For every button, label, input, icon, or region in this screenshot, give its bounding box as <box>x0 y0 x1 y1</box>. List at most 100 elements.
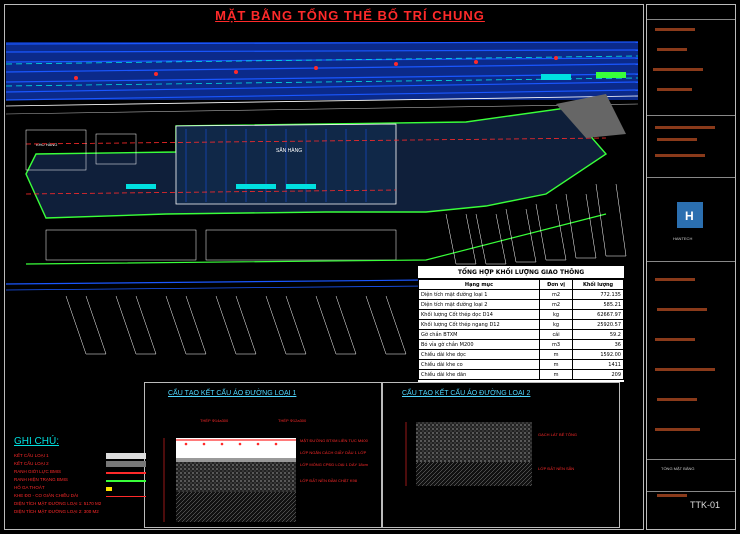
lower-road <box>6 279 427 285</box>
cell-qty: 36 <box>572 339 624 350</box>
cell-qty: 25920.57 <box>572 319 624 330</box>
cell-unit: m <box>538 369 574 380</box>
road-edge <box>6 95 638 107</box>
legend-swatch <box>106 487 112 491</box>
section-type1-title: CẤU TẠO KẾT CẤU ÁO ĐƯỜNG LOẠI 1 <box>168 390 297 397</box>
base-layer <box>176 462 296 492</box>
cell-item: Bó vỉa gờ chắn M200 <box>418 339 540 350</box>
concrete-layer <box>176 438 296 458</box>
company-logo <box>677 202 703 228</box>
logo-glyph: H <box>685 209 694 223</box>
legend-title: GHI CHÚ: <box>14 436 59 447</box>
rebar-dots <box>184 442 278 446</box>
legend-label: KHE ĐO - CO GIÃN CHIỀU DÀI <box>14 493 79 498</box>
sheet-name: TỔNG MẶT BẰNG <box>661 466 694 471</box>
cell-qty: 1592.00 <box>572 349 624 360</box>
section-type2-title: CẤU TẠO KẾT CẤU ÁO ĐƯỜNG LOẠI 2 <box>402 390 531 397</box>
legend-swatch <box>106 453 146 459</box>
legend-item: KẾT CẤU LOẠI 1 <box>14 453 154 461</box>
site-plan: SÂN HÀNG KHO HÀNG <box>6 41 638 355</box>
legend-label: RANH GIỚI LỰC BMIS <box>14 469 61 474</box>
cell-unit: m <box>538 349 574 360</box>
legend: GHI CHÚ: KẾT CẤU LOẠI 1 KẾT CẤU LOẠI 2 R… <box>14 436 154 517</box>
legend-swatch <box>106 480 146 482</box>
legend-item: RANH HIỆN TRẠNG BMIS <box>14 477 154 485</box>
legend-label: HỐ GA THOÁT <box>14 485 45 490</box>
road-sign <box>541 74 571 80</box>
lower-boundary <box>25 213 607 265</box>
quantity-table-grid: Hạng mục Đơn vị Khối lượng Diện tích mặt… <box>418 279 624 380</box>
marker-bar <box>126 184 156 189</box>
legend-item: RANH GIỚI LỰC BMIS <box>14 469 154 477</box>
rebar-label: THÉP Φ14a300 <box>200 418 229 423</box>
road-edge <box>6 103 638 115</box>
legend-label: DIỆN TÍCH MẶT ĐƯỜNG LOẠI 2: 300 M2 <box>14 509 99 514</box>
legend-item: KHE ĐO - CO GIÃN CHIỀU DÀI <box>14 493 154 501</box>
layer-label: LỚP MÓNG CPĐD LOẠI 1 DÀY 18cm <box>300 462 369 467</box>
residential-lots <box>65 183 627 355</box>
table-header-row: Hạng mục Đơn vị Khối lượng <box>418 279 624 290</box>
company-logo-label: HANTECH <box>673 236 692 241</box>
legend-item: DIỆN TÍCH MẶT ĐƯỜNG LOẠI 1: 5170 M2 <box>14 501 154 509</box>
legend-swatch <box>106 496 146 497</box>
paver-layer <box>416 422 532 462</box>
title-block-divider <box>647 261 735 262</box>
header-cell: Khối lượng <box>572 279 624 290</box>
title-block-divider <box>647 19 735 20</box>
warehouse-label: KHO HÀNG <box>36 142 57 147</box>
hatched-area <box>556 94 626 138</box>
title-block-divider <box>647 491 735 492</box>
cell-unit: m2 <box>538 299 574 310</box>
road-lines <box>6 41 638 101</box>
road-markers <box>74 56 558 80</box>
cell-unit: m3 <box>538 339 574 350</box>
subgrade-layer-2 <box>416 462 532 486</box>
legend-item: HỐ GA THOÁT <box>14 485 154 493</box>
drawing-sheet <box>4 4 644 530</box>
legend-item: KẾT CẤU LOẠI 2 <box>14 461 154 469</box>
legend-label: DIỆN TÍCH MẶT ĐƯỜNG LOẠI 1: 5170 M2 <box>14 501 102 506</box>
cell-qty: 209 <box>572 369 624 380</box>
road-centerline <box>6 55 638 87</box>
cell-item: Diện tích mặt đường loại 2 <box>418 299 540 310</box>
cell-item: Diện tích mặt đường loại 1 <box>418 289 540 300</box>
header-cell: Hạng mục <box>418 279 540 290</box>
layer-label: LỚP NGĂN CÁCH GIẤY DẦU 1 LỚP <box>300 450 367 455</box>
cell-unit: kg <box>538 319 574 330</box>
drawing-title: MẶT BẰNG TỔNG THỂ BỐ TRÍ CHUNG <box>215 8 485 23</box>
legend-label: RANH HIỆN TRẠNG BMIS <box>14 477 68 482</box>
layer-label: LỚP ĐẤT NỀN SẴN <box>538 466 574 471</box>
sheet-code: TTK-01 <box>690 500 721 510</box>
pavement-sections: THÉP Φ14a300 THÉP Φ12a300 MẶT ĐƯỜNG BTXM… <box>163 418 577 522</box>
legend-label: KẾT CẤU LOẠI 1 <box>14 453 49 458</box>
legend-swatch <box>106 461 146 467</box>
cell-qty: 62667.97 <box>572 309 624 320</box>
left-structures <box>25 129 397 261</box>
cell-qty: 772.135 <box>572 289 624 300</box>
cell-qty: 585.21 <box>572 299 624 310</box>
cell-item: Khối lượng Cốt thép dọc D14 <box>418 309 540 320</box>
building-label: SÂN HÀNG <box>276 147 302 154</box>
lower-road <box>6 285 427 291</box>
quantity-table-title: TỔNG HỢP KHỐI LƯỢNG GIAO THÔNG <box>418 266 624 279</box>
title-block <box>646 4 736 530</box>
red-boundary <box>25 189 397 195</box>
layer-label: GẠCH LÁT BÊ TÔNG <box>538 432 577 437</box>
title-block-divider <box>647 177 735 178</box>
red-boundary <box>25 137 607 145</box>
title-block-marks: H HANTECH TỔNG MẶT BẰNG <box>653 28 715 497</box>
cell-qty: 1411 <box>572 359 624 370</box>
cell-item: Gờ chắn BTXM <box>418 329 540 340</box>
cell-item: Chiều dài khe dãn <box>418 369 540 380</box>
separator-layer <box>176 458 296 462</box>
subgrade-layer <box>176 492 296 522</box>
quantity-table: TỔNG HỢP KHỐI LƯỢNG GIAO THÔNG Hạng mục … <box>418 266 624 382</box>
